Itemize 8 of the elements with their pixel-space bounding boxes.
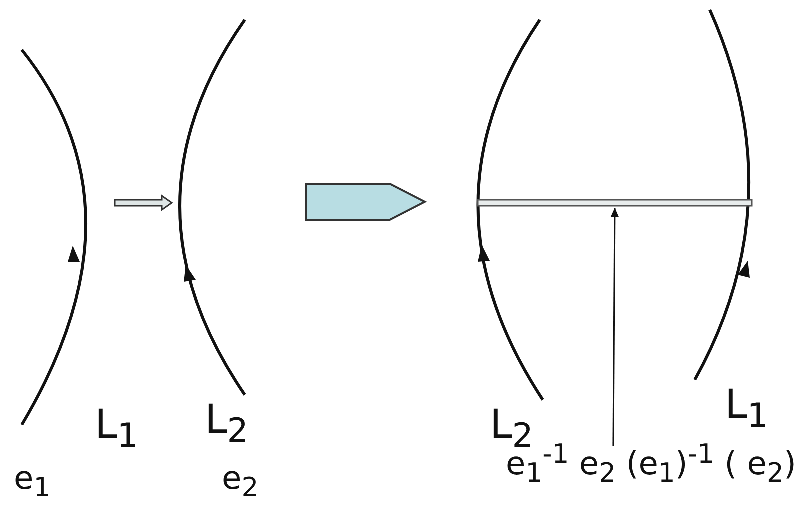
leader-line <box>610 208 619 446</box>
generator-label: e$_{2}$ <box>222 462 259 502</box>
curve-label: L$_{2}$ <box>490 405 534 452</box>
curve-label: L$_{1}$ <box>725 385 769 432</box>
double-line-band <box>477 199 753 207</box>
curve-label: L$_{2}$ <box>205 400 249 448</box>
generator-label: e$_{1}$ <box>14 462 51 502</box>
curve-label: L$_{1}$ <box>95 405 139 452</box>
